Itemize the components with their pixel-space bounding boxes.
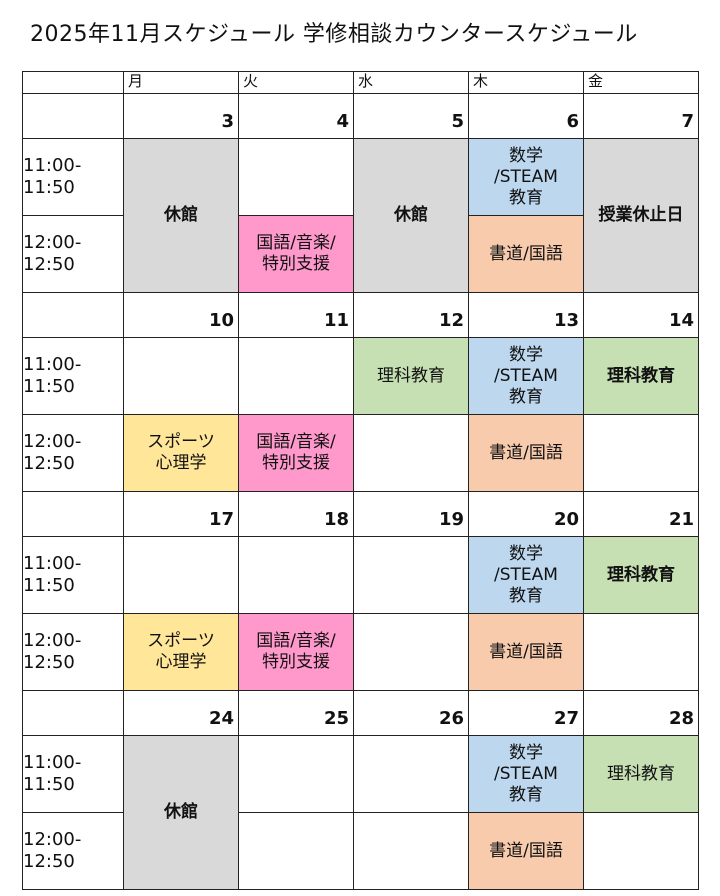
date-row-corner — [22, 93, 124, 139]
date-cell: 7 — [583, 93, 699, 139]
event-closed: 休館 — [123, 735, 239, 890]
time-label-1100: 11:00-11:50 — [22, 138, 124, 216]
date-row-corner — [22, 690, 124, 736]
event-japanese-music-special: 国語/音楽/特別支援 — [238, 215, 354, 293]
empty-slot — [353, 735, 469, 813]
date-row-week-4: 24 25 26 27 28 — [22, 690, 699, 736]
date-row-corner — [22, 491, 124, 537]
empty-slot — [238, 138, 354, 216]
empty-slot — [353, 613, 469, 691]
empty-slot — [353, 812, 469, 890]
empty-slot — [123, 536, 239, 614]
date-cell: 20 — [468, 491, 584, 537]
weekday-thu: 木 — [468, 71, 584, 94]
date-cell: 18 — [238, 491, 354, 537]
time-label-1200: 12:00-12:50 — [22, 812, 124, 890]
event-calligraphy-japanese: 書道/国語 — [468, 812, 584, 890]
event-science: 理科教育 — [583, 735, 699, 813]
date-cell: 21 — [583, 491, 699, 537]
event-science: 理科教育 — [353, 337, 469, 415]
date-cell: 25 — [238, 690, 354, 736]
event-japanese-music-special: 国語/音楽/特別支援 — [238, 414, 354, 492]
empty-slot — [583, 613, 699, 691]
event-closed: 休館 — [123, 138, 239, 293]
empty-slot — [123, 337, 239, 415]
event-science: 理科教育 — [583, 337, 699, 415]
date-cell: 14 — [583, 292, 699, 338]
empty-slot — [353, 536, 469, 614]
event-sports-psychology: スポーツ心理学 — [123, 414, 239, 492]
date-cell: 17 — [123, 491, 239, 537]
empty-slot — [238, 812, 354, 890]
page-title: 2025年11月スケジュール 学修相談カウンタースケジュール — [30, 22, 638, 47]
empty-slot — [353, 414, 469, 492]
slot-row-b-week-1: 12:00-12:50 国語/音楽/特別支援 書道/国語 — [22, 215, 699, 293]
event-no-class-day: 授業休止日 — [583, 138, 699, 293]
empty-slot — [583, 812, 699, 890]
time-label-1200: 12:00-12:50 — [22, 215, 124, 293]
date-cell: 13 — [468, 292, 584, 338]
time-label-1100: 11:00-11:50 — [22, 337, 124, 415]
time-label-1100: 11:00-11:50 — [22, 536, 124, 614]
empty-slot — [238, 735, 354, 813]
slot-row-b-week-2: 12:00-12:50 スポーツ心理学 国語/音楽/特別支援 書道/国語 — [22, 414, 699, 492]
date-cell: 6 — [468, 93, 584, 139]
date-row-week-2: 10 11 12 13 14 — [22, 292, 699, 338]
event-science: 理科教育 — [583, 536, 699, 614]
slot-row-b-week-4: 12:00-12:50 書道/国語 — [22, 812, 699, 890]
event-japanese-music-special: 国語/音楽/特別支援 — [238, 613, 354, 691]
event-closed: 休館 — [353, 138, 469, 293]
date-cell: 24 — [123, 690, 239, 736]
date-row-corner — [22, 292, 124, 338]
empty-slot — [238, 337, 354, 415]
date-cell: 11 — [238, 292, 354, 338]
event-calligraphy-japanese: 書道/国語 — [468, 613, 584, 691]
date-cell: 27 — [468, 690, 584, 736]
date-cell: 19 — [353, 491, 469, 537]
date-cell: 10 — [123, 292, 239, 338]
empty-slot — [238, 536, 354, 614]
event-calligraphy-japanese: 書道/国語 — [468, 414, 584, 492]
weekday-wed: 水 — [353, 71, 469, 94]
slot-row-b-week-3: 12:00-12:50 スポーツ心理学 国語/音楽/特別支援 書道/国語 — [22, 613, 699, 691]
empty-slot — [583, 414, 699, 492]
schedule-table: 月 火 水 木 金 3 4 5 6 7 11:00-11:50 休館 休館 数学… — [22, 71, 699, 890]
date-cell: 4 — [238, 93, 354, 139]
date-cell: 12 — [353, 292, 469, 338]
date-cell: 26 — [353, 690, 469, 736]
event-calligraphy-japanese: 書道/国語 — [468, 215, 584, 293]
weekday-fri: 金 — [583, 71, 699, 94]
date-cell: 3 — [123, 93, 239, 139]
time-label-1200: 12:00-12:50 — [22, 414, 124, 492]
time-label-1200: 12:00-12:50 — [22, 613, 124, 691]
event-sports-psychology: スポーツ心理学 — [123, 613, 239, 691]
date-cell: 28 — [583, 690, 699, 736]
date-cell: 5 — [353, 93, 469, 139]
time-label-1100: 11:00-11:50 — [22, 735, 124, 813]
date-row-week-1: 3 4 5 6 7 — [22, 93, 699, 139]
header-corner — [22, 71, 124, 94]
weekday-mon: 月 — [123, 71, 239, 94]
weekday-header-row: 月 火 水 木 金 — [22, 71, 699, 94]
weekday-tue: 火 — [238, 71, 354, 94]
date-row-week-3: 17 18 19 20 21 — [22, 491, 699, 537]
